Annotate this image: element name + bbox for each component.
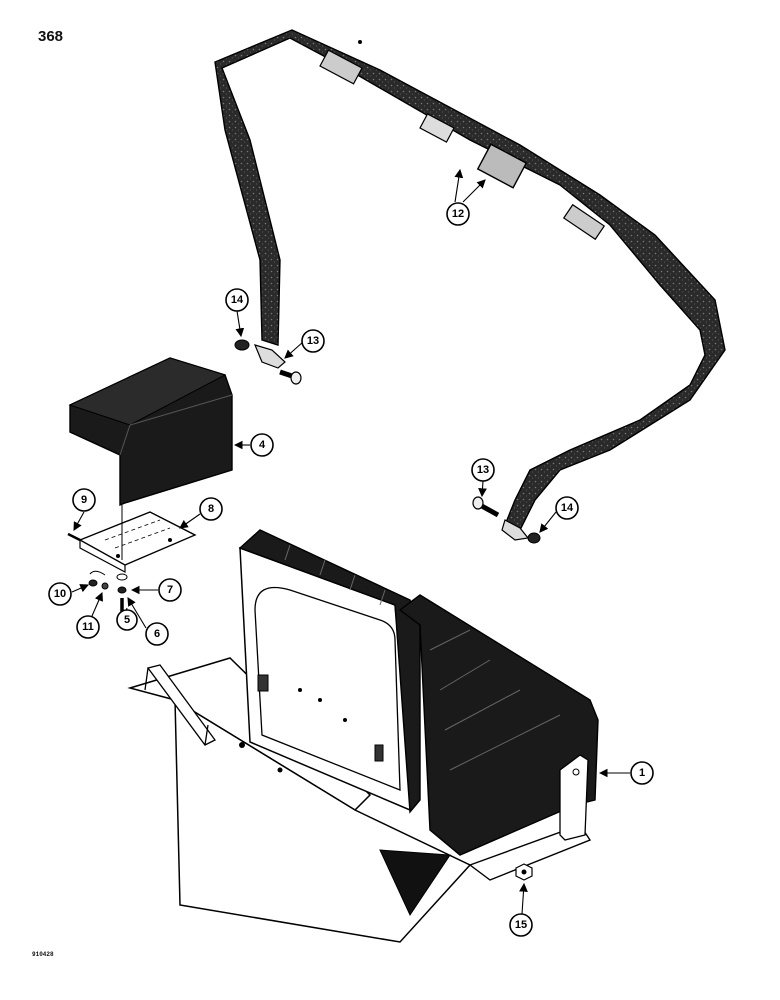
armrest-pad	[68, 357, 233, 507]
callout-label: 14	[561, 502, 574, 514]
callout-label: 13	[477, 464, 489, 476]
callout-11: 11	[76, 591, 103, 639]
callout-1: 1	[598, 761, 654, 785]
left-belt-anchor	[234, 339, 302, 385]
callout-label: 13	[307, 335, 319, 347]
seat-back-frame	[239, 546, 416, 811]
small-fasteners	[67, 532, 128, 612]
callout-12: 12	[446, 168, 486, 226]
callout-15: 15	[509, 882, 533, 937]
callout-13-right: 13	[471, 458, 495, 498]
callout-label: 1	[639, 767, 645, 779]
page-number: 368	[38, 28, 64, 45]
callout-label: 14	[231, 294, 244, 306]
callout-label: 4	[259, 439, 266, 451]
callout-label: 7	[167, 584, 173, 596]
callout-10: 10	[48, 582, 90, 606]
callout-label: 10	[54, 588, 66, 600]
callout-5: 5	[116, 607, 138, 631]
callout-label: 6	[154, 628, 160, 640]
nut-part-15	[515, 863, 533, 881]
seat-back-cushion	[238, 529, 421, 814]
callout-label: 9	[81, 494, 87, 506]
callout-14-left: 14	[225, 288, 249, 338]
callout-label: 8	[208, 503, 214, 515]
callout-label: 12	[452, 208, 464, 220]
callout-7: 7	[130, 578, 182, 602]
figure-code: 910428	[32, 951, 54, 958]
right-belt-anchor	[472, 496, 541, 544]
seat-belt-webbing	[214, 29, 726, 531]
callout-4: 4	[233, 433, 274, 457]
callout-9: 9	[72, 488, 96, 531]
callout-label: 5	[124, 614, 130, 626]
callout-6: 6	[127, 597, 169, 646]
callout-8: 8	[179, 497, 223, 529]
seat-cushion	[398, 594, 599, 856]
callout-label: 11	[82, 621, 94, 633]
callout-label: 15	[515, 919, 527, 931]
callout-13-left: 13	[284, 329, 325, 359]
armrest-mounting-plate	[78, 505, 197, 573]
callout-14-right: 14	[539, 496, 579, 533]
